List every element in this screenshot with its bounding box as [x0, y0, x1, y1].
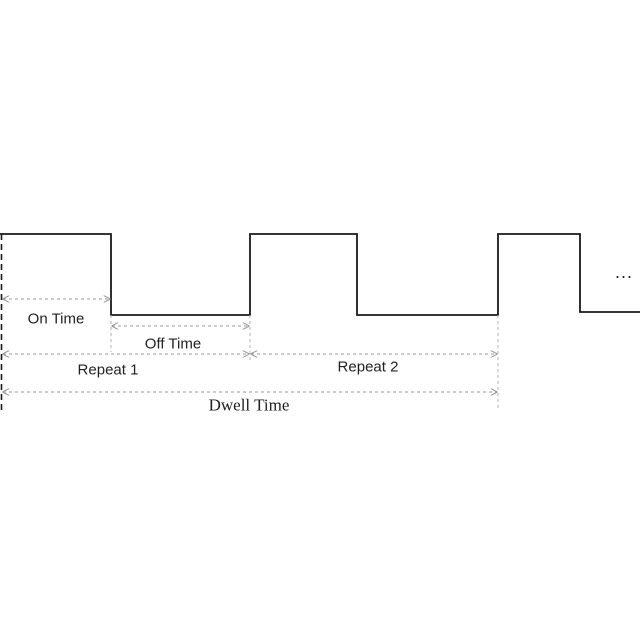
continuation-ellipsis: ...: [614, 262, 634, 282]
on-time-label: On Time: [27, 310, 85, 328]
pulse-waveform: [0, 233, 640, 316]
dwell-time-label: Dwell Time: [208, 395, 290, 415]
repeat-1-label: Repeat 1: [77, 361, 139, 379]
repeat-2-label: Repeat 2: [337, 358, 399, 376]
off-time-label: Off Time: [144, 335, 202, 353]
